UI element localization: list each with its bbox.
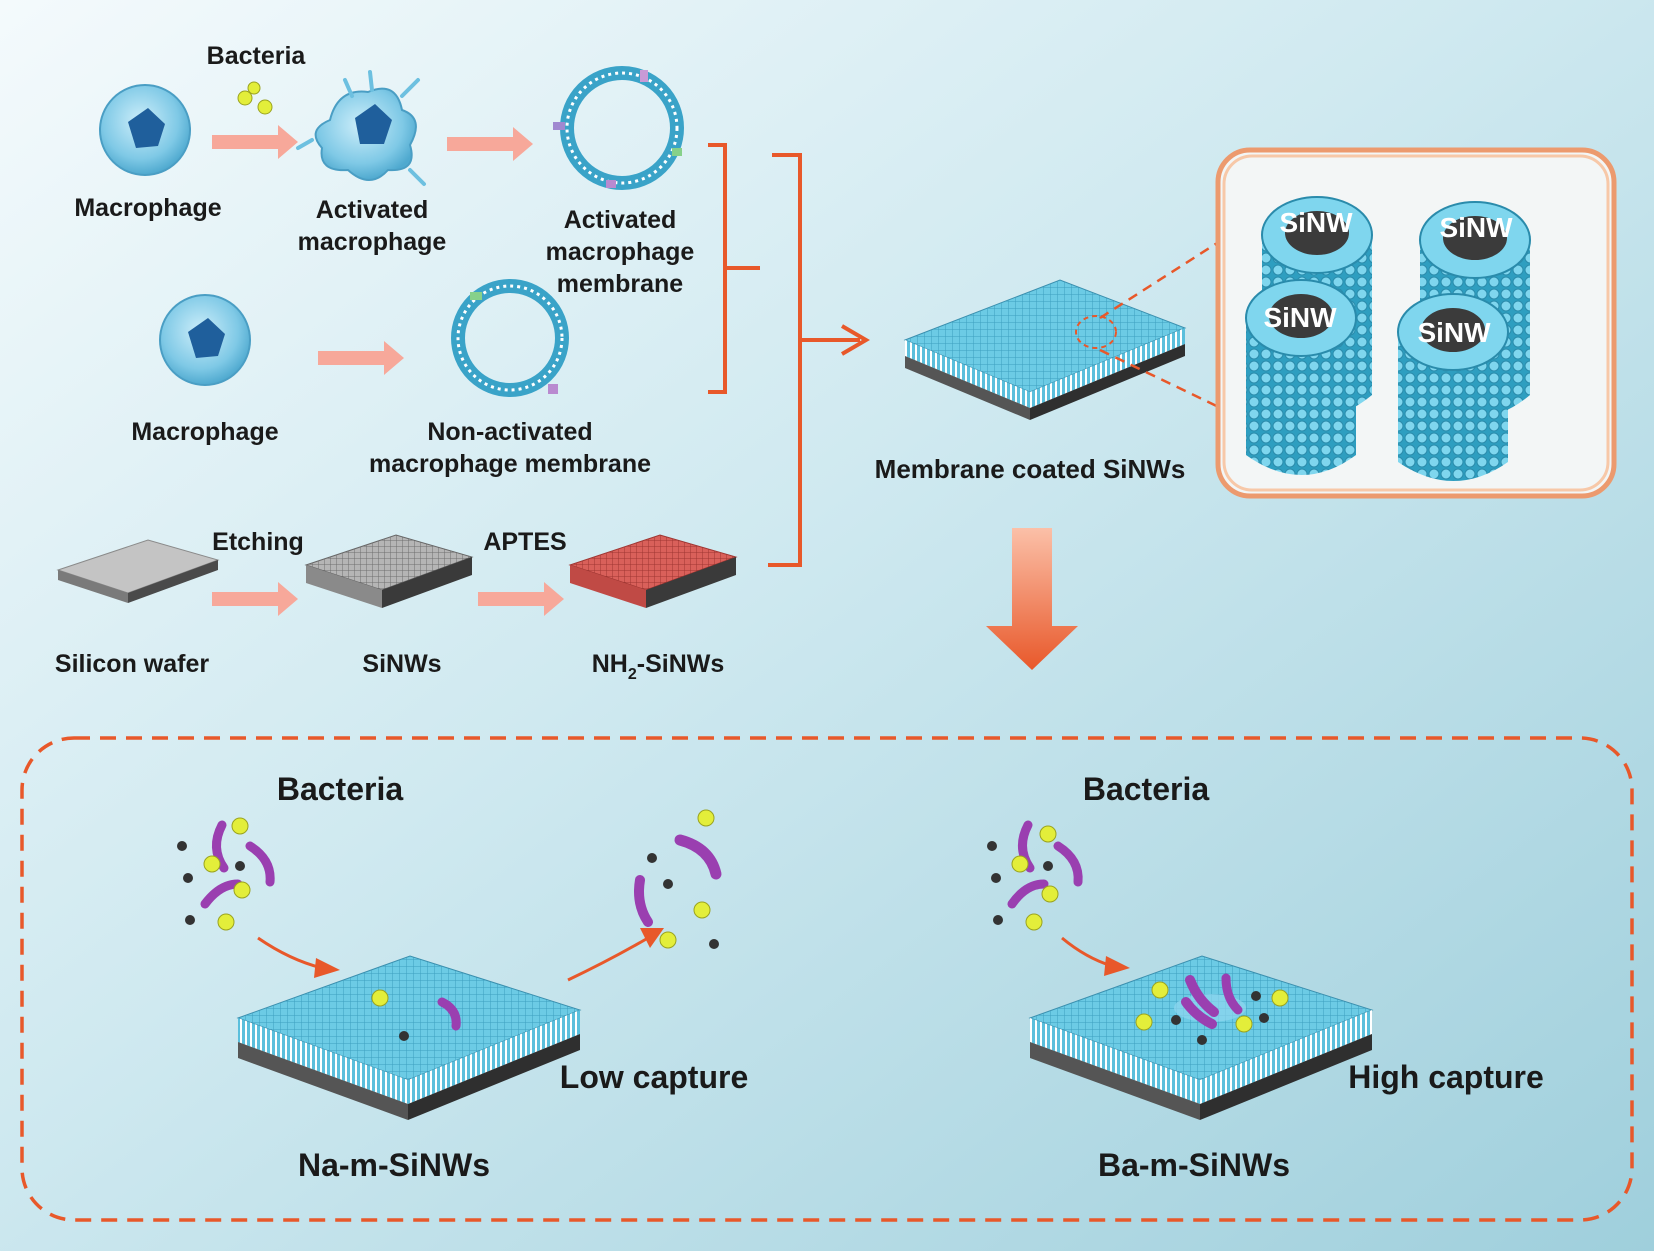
bacteria-cluster-left [177, 817, 275, 931]
etching-label: Etching [212, 528, 304, 556]
nonactivated-membrane-label-l1: Non-activated [427, 418, 592, 446]
activated-macrophage-cell [296, 70, 426, 186]
nonactivated-membrane-vesicle [451, 279, 569, 397]
flow-arrow-3 [318, 341, 404, 375]
bacteria-label-top: Bacteria [207, 42, 307, 70]
nonactivated-membrane-label-l2: macrophage membrane [369, 450, 651, 478]
nh2-sinws-label: NH2-SiNWs [592, 650, 725, 683]
zoom-lines [1099, 236, 1226, 412]
flow-arrow-1 [212, 125, 298, 159]
na-m-sinws-slab [236, 955, 582, 1120]
macrophage-label-1: Macrophage [74, 194, 221, 222]
nh2-sinws-wafer [568, 534, 738, 608]
activated-membrane-label-l2: macrophage [546, 238, 695, 266]
sinw-label-4: SiNW [1417, 317, 1491, 348]
activated-macrophage-label-l1: Activated [316, 196, 429, 224]
sinw-label-2: SiNW [1439, 212, 1513, 243]
ba-m-sinws-slab [1028, 955, 1374, 1120]
macrophage-cell-2 [159, 294, 251, 386]
bacteria-label-left: Bacteria [277, 771, 404, 807]
macrophage-label-2: Macrophage [131, 418, 278, 446]
flow-arrow-2 [447, 127, 533, 161]
sinw-zoom-inset [1215, 147, 1617, 499]
sinws-label: SiNWs [362, 650, 441, 678]
activated-membrane-label-l1: Activated [564, 206, 677, 234]
flow-arrow-5 [478, 582, 564, 616]
bacteria-cluster-right [987, 820, 1083, 931]
sinws-wafer [304, 534, 474, 608]
aptes-label: APTES [483, 528, 566, 556]
activated-macrophage-label-l2: macrophage [298, 228, 447, 256]
membrane-coated-label: Membrane coated SiNWs [875, 454, 1186, 484]
released-bacteria [634, 809, 722, 949]
activated-membrane-label-l3: membrane [557, 270, 684, 298]
activated-membrane-vesicle [553, 66, 684, 190]
bacteria-dots-top [237, 81, 273, 115]
ba-m-sinws-label: Ba-m-SiNWs [1098, 1147, 1290, 1183]
sinw-label-3: SiNW [1263, 302, 1337, 333]
flow-arrow-4 [212, 582, 298, 616]
arrow-away-na [567, 936, 649, 982]
bacteria-label-right: Bacteria [1083, 771, 1210, 807]
na-m-sinws-label: Na-m-SiNWs [298, 1147, 490, 1183]
low-capture-label: Low capture [560, 1059, 748, 1095]
silicon-wafer-label: Silicon wafer [55, 650, 209, 678]
macrophage-cell-1 [99, 84, 191, 176]
silicon-wafer [56, 539, 220, 603]
sinw-label-1: SiNW [1279, 207, 1353, 238]
high-capture-label: High capture [1348, 1059, 1544, 1095]
down-arrow [986, 528, 1078, 670]
comparison-panel-border [20, 736, 1634, 1222]
combine-bracket [708, 143, 870, 567]
